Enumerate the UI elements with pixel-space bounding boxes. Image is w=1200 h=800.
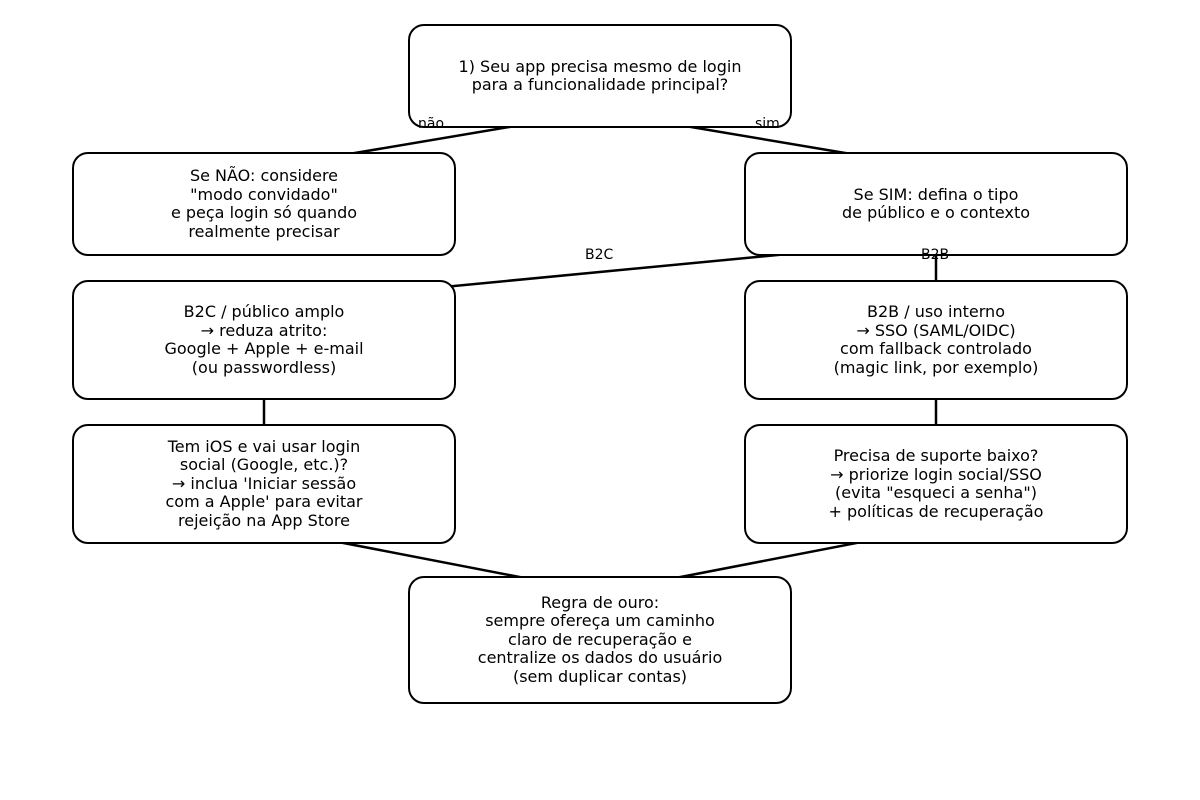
b2c-text: B2C / público amplo → reduza atrito: Goo… xyxy=(164,302,364,377)
define-audience-node: Se SIM: defina o tipo de público e o con… xyxy=(744,152,1128,256)
question-needs-login-node: 1) Seu app precisa mesmo de login para a… xyxy=(408,24,792,128)
ios-apple-signin-node: Tem iOS e vai usar login social (Google,… xyxy=(72,424,456,544)
low-support-node: Precisa de suporte baixo? → priorize log… xyxy=(744,424,1128,544)
guest-mode-node: Se NÃO: considere "modo convidado" e peç… xyxy=(72,152,456,256)
edge-label-sim: sim xyxy=(755,116,780,132)
golden-rule-node: Regra de ouro: sempre ofereça um caminho… xyxy=(408,576,792,704)
define-audience-text: Se SIM: defina o tipo de público e o con… xyxy=(842,184,1030,222)
b2b-text: B2B / uso interno → SSO (SAML/OIDC) com … xyxy=(833,302,1039,377)
edge-label-b2c: B2C xyxy=(585,247,614,263)
guest-mode-text: Se NÃO: considere "modo convidado" e peç… xyxy=(170,166,358,241)
b2c-node: B2C / público amplo → reduza atrito: Goo… xyxy=(72,280,456,400)
edge-label-b2b: B2B xyxy=(921,247,950,263)
low-support-text: Precisa de suporte baixo? → priorize log… xyxy=(828,446,1044,521)
golden-rule-text: Regra de ouro: sempre ofereça um caminho… xyxy=(477,592,723,686)
question-needs-login-text: 1) Seu app precisa mesmo de login para a… xyxy=(458,56,742,94)
b2b-node: B2B / uso interno → SSO (SAML/OIDC) com … xyxy=(744,280,1128,400)
ios-apple-signin-text: Tem iOS e vai usar login social (Google,… xyxy=(165,436,363,530)
edge-label-nao: não xyxy=(418,116,445,132)
